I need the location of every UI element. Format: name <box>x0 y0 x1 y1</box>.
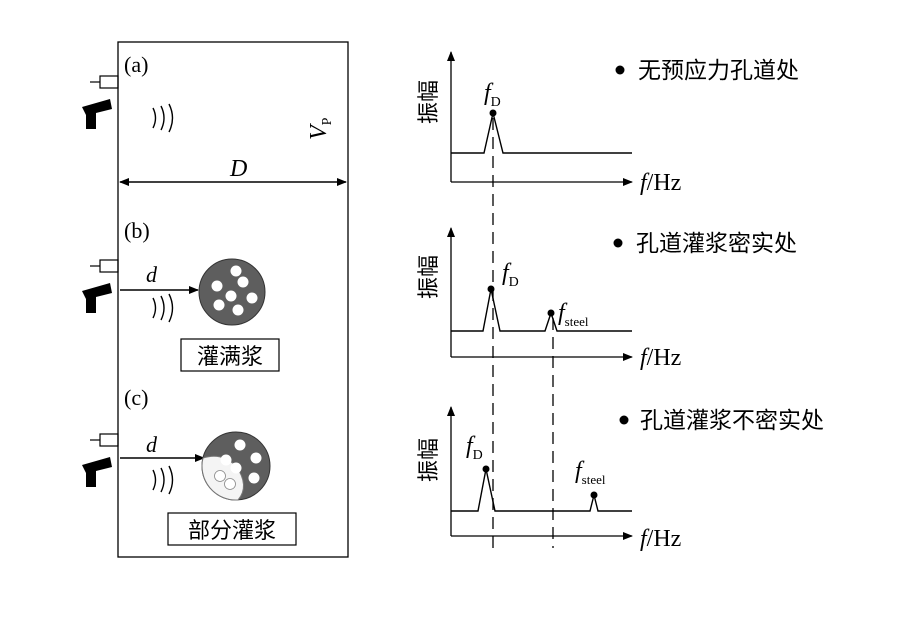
y-axis-label: 振幅 <box>417 255 442 299</box>
fully-grouted-duct <box>198 258 266 326</box>
peak-label-fD: fD <box>484 80 501 110</box>
y-axis-label: 振幅 <box>417 438 442 482</box>
caption-box <box>180 338 280 372</box>
legend-no-duct: 无预应力孔道处 <box>638 58 799 84</box>
peak-marker-fD <box>489 109 497 117</box>
peak-label-fsteel: fsteel <box>575 458 606 487</box>
receiver-sensor-icon <box>90 433 119 447</box>
stress-wave-icon <box>152 103 174 133</box>
legend-bullet <box>613 238 623 248</box>
spectrum-no-duct: 振幅 f/Hz fD 无预应力孔道处 <box>417 51 799 196</box>
spectrum-fully-grouted: 振幅 f/Hz fD fsteel 孔道灌浆密实处 <box>417 227 797 371</box>
panel-label-a: (a) <box>124 52 148 77</box>
caption-partially-grouted: 部分灌浆 <box>188 519 276 544</box>
stress-wave-icon <box>152 293 174 323</box>
peak-marker-fsteel <box>547 309 555 317</box>
peak-label-fsteel: fsteel <box>558 300 589 329</box>
depth-label: d <box>146 262 158 287</box>
thickness-label: D <box>229 156 247 182</box>
panel-label-c: (c) <box>124 385 148 410</box>
impactor-hammer-icon <box>82 99 112 129</box>
caption-fully-grouted: 灌满浆 <box>197 345 263 370</box>
peak-label-fD: fD <box>502 260 519 290</box>
receiver-sensor-icon <box>90 259 119 273</box>
spectrum-curve <box>451 288 632 332</box>
peak-marker-fD <box>482 465 490 473</box>
panel-label-b: (b) <box>124 218 150 243</box>
spectrum-curve <box>451 112 632 154</box>
concrete-member <box>117 41 349 558</box>
legend-bullet <box>619 415 629 425</box>
spectrum-curve <box>451 468 632 512</box>
x-axis-label: f/Hz <box>640 526 681 552</box>
peak-marker-fsteel <box>590 491 598 499</box>
x-axis-label: f/Hz <box>640 170 681 196</box>
stress-wave-icon <box>152 465 174 495</box>
impactor-hammer-icon <box>82 283 112 313</box>
peak-label-fD: fD <box>466 433 483 463</box>
legend-bullet <box>615 65 625 75</box>
partially-grouted-duct <box>201 431 271 501</box>
velocity-label: VP <box>306 117 335 140</box>
depth-label: d <box>146 432 158 457</box>
legend-partially-grouted: 孔道灌浆不密实处 <box>640 408 824 434</box>
legend-fully-grouted: 孔道灌浆密实处 <box>636 231 797 257</box>
x-axis-label: f/Hz <box>640 345 681 371</box>
y-axis-label: 振幅 <box>417 80 442 124</box>
receiver-sensor-icon <box>90 75 119 89</box>
impactor-hammer-icon <box>82 457 112 487</box>
caption-box <box>167 512 297 546</box>
spectrum-partially-grouted: 振幅 f/Hz fD fsteel 孔道灌浆不密实处 <box>417 406 824 552</box>
